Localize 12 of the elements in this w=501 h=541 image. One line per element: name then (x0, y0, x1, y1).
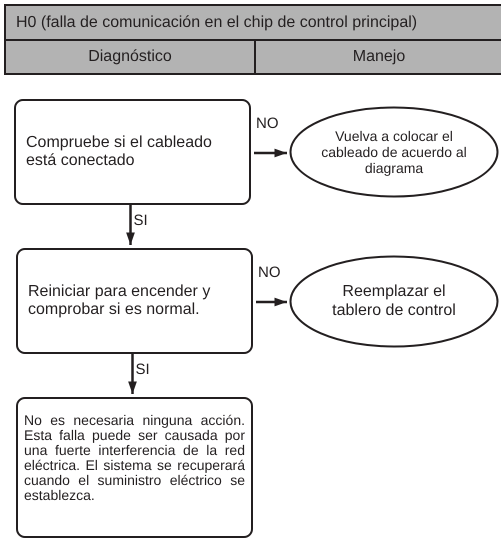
arrow (254, 148, 287, 158)
arrow (128, 354, 137, 394)
process-box: No es necesaria ninguna acción. Esta falla puede ser causada por una fuerte interferencia de la red eléctrica. El sistema se recuperará cuando el suministro eléctrico se establezca. (16, 397, 253, 538)
terminal-ellipse: Vuelva a colocar el cableado de acuerdo al diagrama (289, 106, 499, 198)
table-title-cell: H0 (falla de comunicación en el chip de control principal) (4, 4, 501, 41)
table-header-cell: Manejo (254, 39, 501, 75)
arrow (256, 298, 287, 306)
process-box: Compruebe si el cableado está conectado (14, 99, 251, 205)
arrow (126, 205, 135, 245)
terminal-ellipse: Reemplazar el tablero de control (289, 255, 499, 348)
table-header-cell: Diagnóstico (4, 39, 256, 75)
process-box: Reiniciar para encender y comprobar si es normal. (16, 248, 253, 354)
